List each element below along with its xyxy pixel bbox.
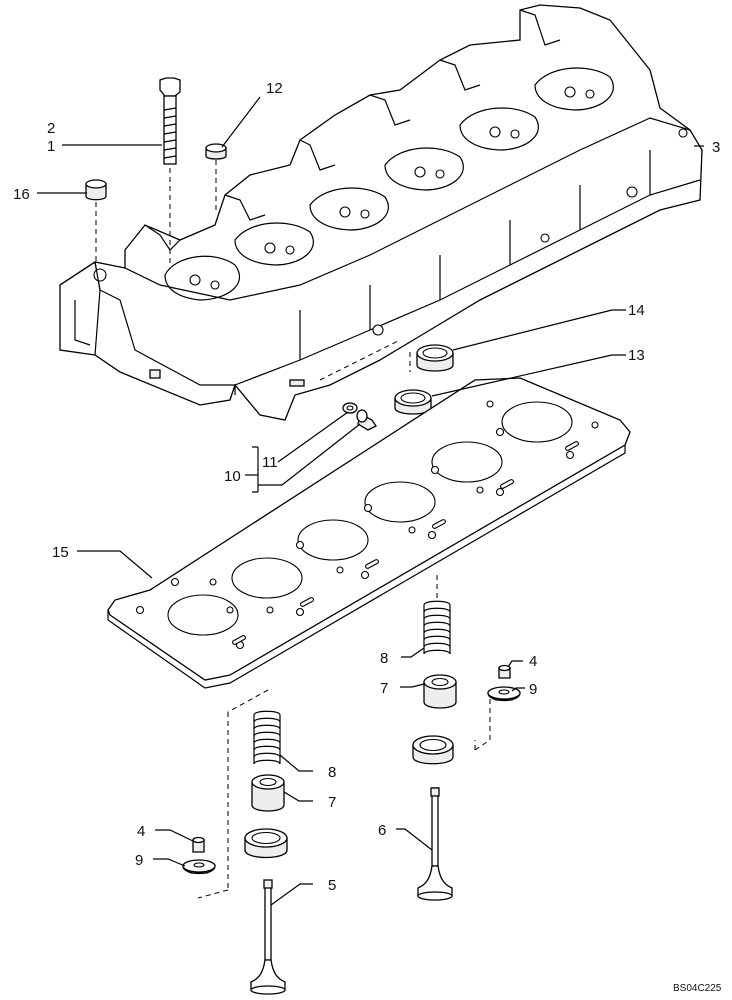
valve-stem-seal-left bbox=[251, 774, 285, 812]
callout-1: 1 bbox=[47, 138, 55, 155]
callout-4-right: 4 bbox=[529, 653, 537, 670]
callout-12: 12 bbox=[266, 80, 283, 97]
callout-13: 13 bbox=[628, 347, 645, 364]
valve-seat-intake bbox=[394, 389, 432, 415]
plug bbox=[205, 143, 227, 210]
figure-code: BS04C225 bbox=[673, 983, 722, 994]
valve-cotter-left bbox=[192, 836, 205, 853]
callout-9-left: 9 bbox=[135, 852, 143, 869]
callout-14: 14 bbox=[628, 302, 645, 319]
valve-seat-ring-right bbox=[412, 735, 454, 765]
intake-valve bbox=[250, 879, 286, 995]
plug-with-washer bbox=[342, 402, 377, 431]
valve-spring-retainer-left bbox=[182, 859, 216, 875]
callout-8-right: 8 bbox=[380, 650, 388, 667]
cylinder-head bbox=[59, 4, 703, 421]
leader-lines bbox=[37, 96, 704, 906]
callout-15: 15 bbox=[52, 544, 69, 561]
head-bolt bbox=[159, 77, 181, 265]
valve-stem-seal-right bbox=[423, 674, 457, 709]
callout-8-left: 8 bbox=[328, 764, 336, 781]
callout-6: 6 bbox=[378, 822, 386, 839]
valve-spring-retainer-right bbox=[487, 686, 521, 702]
callout-2: 2 bbox=[47, 120, 55, 137]
valve-seat-ring-left bbox=[244, 828, 288, 859]
head-gasket bbox=[107, 377, 631, 689]
callout-16: 16 bbox=[13, 186, 30, 203]
exhaust-valve bbox=[417, 787, 453, 901]
callout-5: 5 bbox=[328, 877, 336, 894]
callout-7-left: 7 bbox=[328, 794, 336, 811]
callout-3: 3 bbox=[712, 139, 720, 156]
dowel-sleeve bbox=[85, 179, 107, 265]
callout-10: 10 bbox=[224, 468, 241, 485]
valve-cotter-right bbox=[498, 664, 511, 679]
valve-seat-exhaust bbox=[409, 344, 454, 372]
callout-11: 11 bbox=[262, 454, 278, 471]
callout-9-right: 9 bbox=[529, 681, 537, 698]
callout-4-left: 4 bbox=[137, 823, 145, 840]
valve-spring-left bbox=[253, 710, 281, 765]
valve-spring-right bbox=[423, 575, 451, 655]
callout-7-right: 7 bbox=[380, 680, 388, 697]
